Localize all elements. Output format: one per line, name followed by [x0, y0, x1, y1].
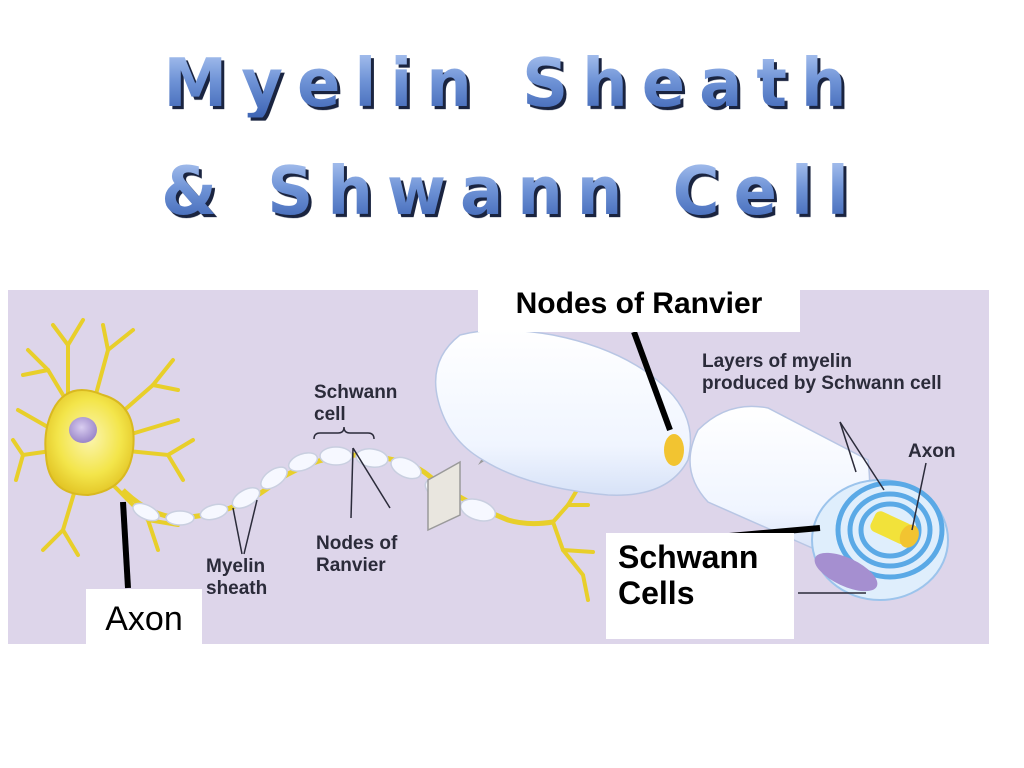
label-axon-small: Axon	[908, 441, 956, 462]
slide-title-line-2: & Shwann Cell	[0, 158, 1024, 225]
callout-schwann-cells: Schwann Cells	[606, 533, 794, 639]
nucleus	[69, 417, 97, 443]
label-layers-of-myelin: Layers of myelin produced by Schwann cel…	[702, 351, 942, 395]
section-plane	[427, 460, 461, 532]
myelin-spiral	[835, 480, 945, 580]
label-schwann-cell: Schwann cell	[314, 382, 397, 426]
axon-terminals	[551, 473, 595, 602]
callout-schwann-line2: Cells	[618, 575, 695, 611]
myelin-segments	[132, 446, 497, 526]
label-nodes-line2: Ranvier	[316, 555, 386, 576]
neuron-illustration	[11, 318, 949, 602]
callout-nodes-of-ranvier: Nodes of Ranvier	[478, 282, 800, 332]
neuron-diagram: Schwann cell Nodes of Ranvier Myelin she…	[8, 290, 989, 644]
callout-axon: Axon	[86, 589, 202, 649]
schwann-nucleus	[814, 552, 878, 592]
slide-title-line-1: Myelin Sheath	[0, 50, 1024, 117]
label-layers-line2: produced by Schwann cell	[702, 373, 942, 394]
myelin-tube-segment-1	[434, 329, 692, 496]
label-schwann-cell-line1: Schwann	[314, 382, 398, 403]
axon-core	[870, 511, 919, 548]
cell-body	[44, 389, 135, 497]
label-nodes-line1: Nodes of	[316, 533, 398, 554]
label-myelin-line1: Myelin	[206, 556, 266, 577]
leader-lines	[232, 421, 927, 594]
label-schwann-cell-line2: cell	[314, 404, 346, 425]
label-nodes-of-ranvier: Nodes of Ranvier	[316, 533, 397, 577]
label-myelin-line2: sheath	[206, 578, 268, 599]
callout-schwann-line1: Schwann	[618, 539, 759, 575]
label-myelin-sheath: Myelin sheath	[206, 556, 267, 600]
node-of-ranvier-node	[664, 434, 684, 466]
label-layers-line1: Layers of myelin	[702, 351, 852, 372]
